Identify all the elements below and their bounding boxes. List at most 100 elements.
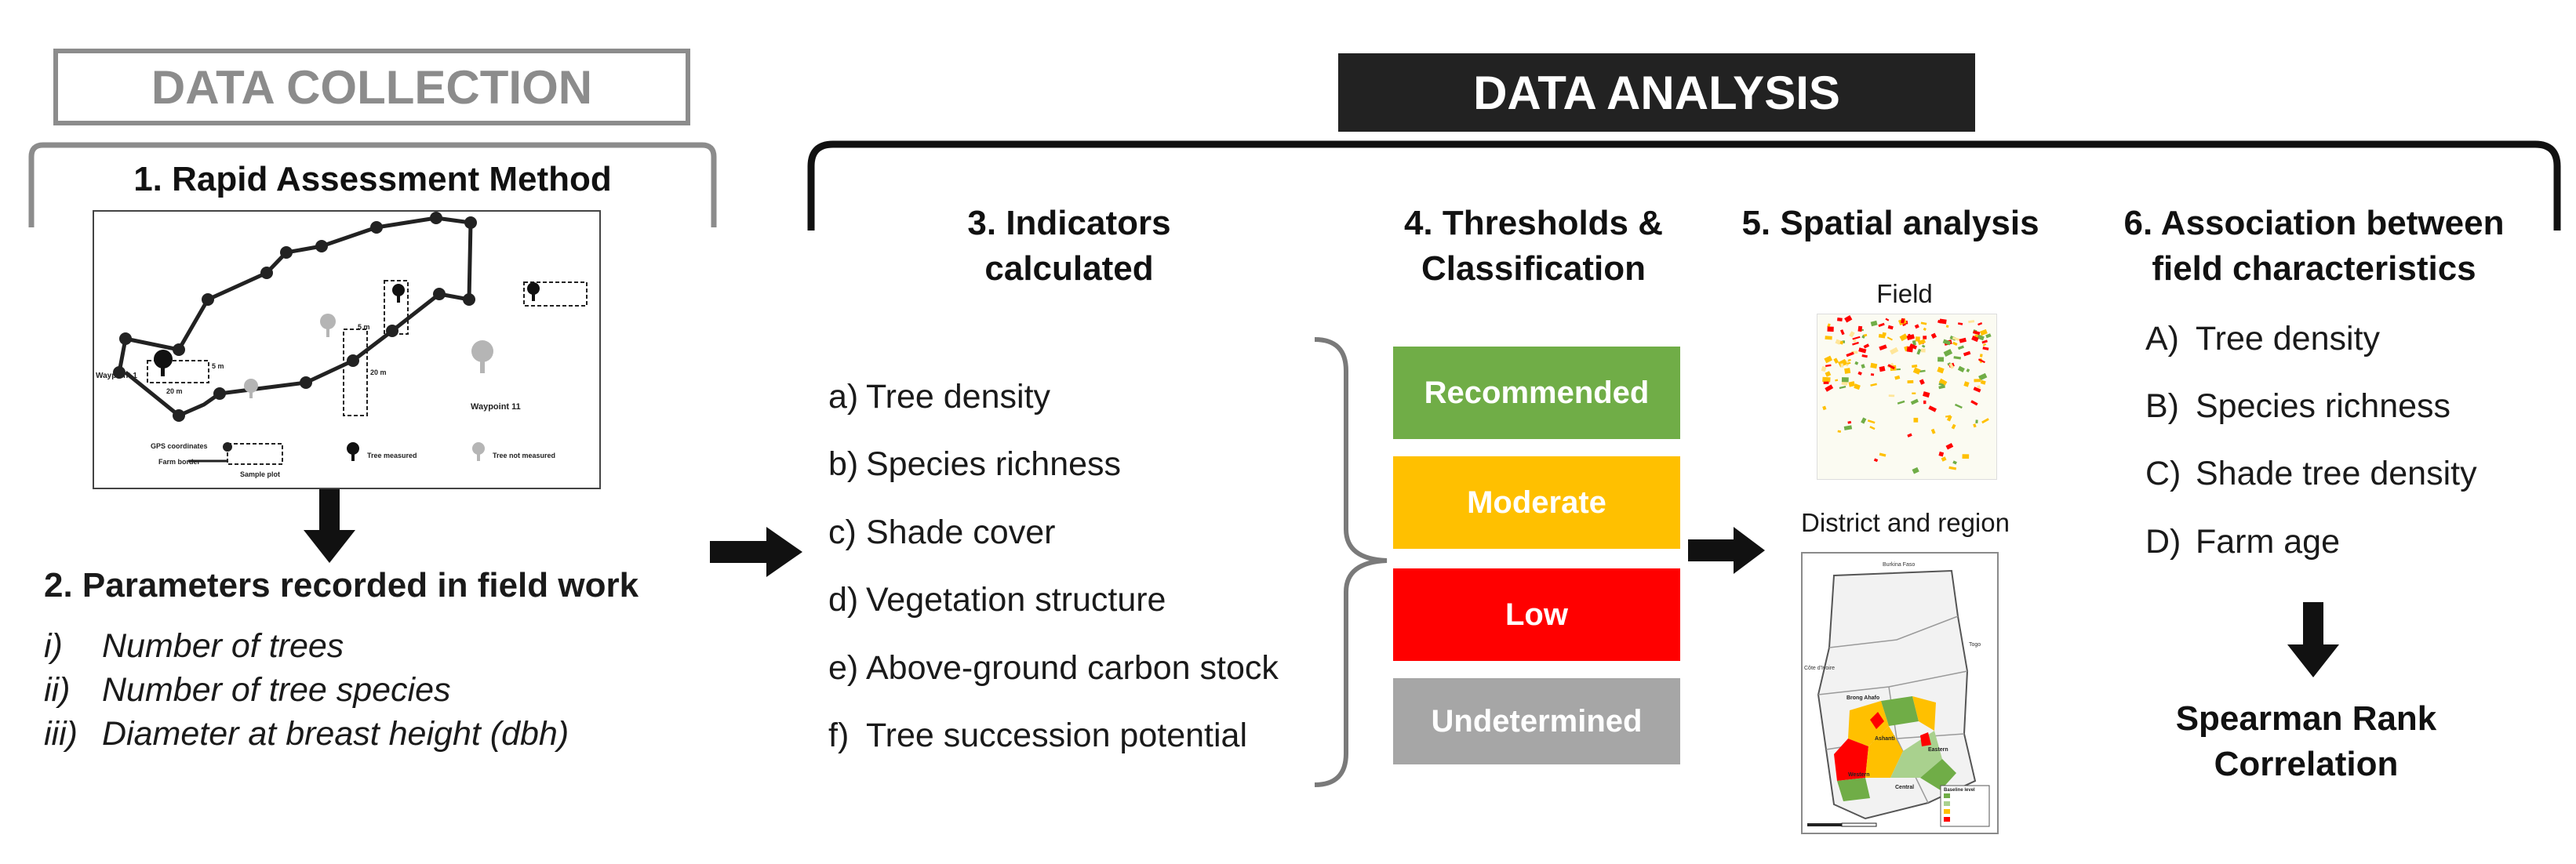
- region-label-cote: Côte d'Ivoire: [1804, 666, 1835, 671]
- field-plot: [1912, 466, 1919, 474]
- collection-bracket: [28, 142, 717, 227]
- field-plot: [1897, 400, 1905, 405]
- field-plot: [1968, 320, 1975, 324]
- down-arrow-icon: [2287, 602, 2339, 677]
- field-plot: [1915, 336, 1920, 342]
- field-plot: [1938, 378, 1948, 387]
- field-plot: [1824, 355, 1833, 364]
- field-plot: [1917, 339, 1926, 346]
- field-plot: [1952, 460, 1957, 465]
- region-label-central: Central: [1895, 785, 1914, 790]
- indicator-item: d)Vegetation structure: [828, 581, 1166, 619]
- class-undetermined: Undetermined: [1393, 678, 1680, 764]
- field-plot: [1977, 385, 1981, 390]
- field-plot: [1907, 433, 1912, 437]
- dim-5m-vertical-label: 5 m: [212, 362, 224, 370]
- field-plot: [1954, 403, 1963, 409]
- right-arrow-icon: [1688, 527, 1765, 574]
- waypoint-1-label: Waypoint 1: [96, 372, 137, 380]
- field-plot: [1962, 454, 1970, 459]
- field-plot: [1948, 466, 1957, 470]
- field-plot: [1910, 398, 1919, 405]
- field-plot: [1909, 343, 1918, 350]
- field-plot: [1885, 318, 1890, 321]
- field-plot: [1938, 385, 1945, 390]
- field-plot: [1912, 364, 1918, 368]
- field-plot: [1966, 368, 1970, 372]
- field-plot: [1861, 354, 1868, 358]
- step3-title: 3. Indicators calculated: [967, 204, 1171, 288]
- field-plot: [1825, 384, 1834, 392]
- field-plot: [1980, 329, 1988, 336]
- step4-title: 4. Thresholds & Classification: [1403, 204, 1664, 288]
- data-analysis-header: DATA ANALYSIS: [1338, 53, 1975, 132]
- parameter-item: ii)Number of tree species: [44, 671, 451, 709]
- region-label-burkina: Burkina Faso: [1883, 562, 1915, 568]
- field-plot: [1890, 347, 1899, 355]
- field-plot: [1912, 367, 1921, 375]
- field-plot: [1977, 334, 1985, 341]
- down-arrow-icon: [304, 489, 355, 563]
- field-plot: [1957, 322, 1963, 325]
- field-plot: [1980, 379, 1986, 385]
- association-item: D)Farm age: [2145, 523, 2341, 561]
- field-plot: [1981, 339, 1988, 344]
- field-plot: [1973, 387, 1981, 393]
- field-plot: [1946, 415, 1952, 422]
- field-plot: [1843, 425, 1853, 430]
- indicator-item: a)Tree density: [828, 378, 1051, 416]
- field-plot: [1879, 365, 1886, 372]
- region-label-western: Western: [1848, 772, 1870, 778]
- field-plot: [1937, 366, 1945, 374]
- indicator-item: f)Tree succession potential: [828, 717, 1247, 754]
- waypoint-11-label: Waypoint 11: [471, 402, 521, 412]
- field-plot: [1840, 363, 1844, 368]
- field-plot: [1930, 428, 1936, 434]
- step1-title: 1. Rapid Assessment Method: [133, 160, 612, 198]
- field-plot: [1978, 372, 1988, 381]
- district-region-map: Baseline level Burkina Faso Togo Côte d'…: [1801, 552, 1999, 834]
- field-plot: [1822, 376, 1831, 383]
- field-plot: [1873, 458, 1879, 463]
- field-plot: [1912, 340, 1916, 346]
- result-title: Spearman Rank Correlation: [2175, 699, 2437, 783]
- step2-title: 2. Parameters recorded in field work: [44, 566, 639, 604]
- field-plot: [1952, 341, 1958, 347]
- field-plot: [1913, 417, 1919, 423]
- dim-5m-label: 5 m: [358, 323, 370, 331]
- field-plot: [1957, 345, 1964, 350]
- field-plot: [1963, 381, 1970, 387]
- field-plot: [1836, 317, 1843, 322]
- legend-tree-not-measured-label: Tree not measured: [493, 452, 555, 459]
- legend-farm-border-label: Farm border: [158, 458, 201, 466]
- field-plot: [1928, 405, 1937, 412]
- region-label-ashanti: Ashanti: [1875, 736, 1895, 742]
- field-plot: [1914, 324, 1919, 329]
- field-plot: [1870, 362, 1878, 369]
- field-plot: [1839, 386, 1846, 390]
- field-plot: [1839, 340, 1844, 345]
- field-plot: [1959, 337, 1967, 343]
- field-plot: [1825, 371, 1832, 377]
- field-plot: [1846, 361, 1851, 365]
- indicator-item: c)Shade cover: [828, 514, 1056, 551]
- field-plot: [1888, 394, 1895, 398]
- field-plot: [1827, 326, 1834, 332]
- field-plot: [1907, 379, 1914, 383]
- step5-title: 5. Spatial analysis: [1741, 204, 2039, 242]
- field-plot: [1887, 325, 1894, 330]
- field-plot: [1930, 332, 1937, 339]
- field-plot: [1841, 377, 1849, 383]
- field-plot: [1879, 344, 1887, 351]
- field-plot: [1837, 430, 1842, 433]
- field-plot: [1878, 322, 1885, 328]
- field-plot: [1975, 419, 1978, 424]
- field-plot: [1938, 451, 1945, 457]
- field-plot: [1937, 357, 1945, 362]
- field-map-plots: [1821, 315, 1992, 474]
- field-plot: [1921, 344, 1926, 348]
- field-plot: [1945, 325, 1949, 329]
- field-plot: [1852, 341, 1859, 346]
- grouping-brace: [1314, 337, 1388, 787]
- field-plot: [1894, 375, 1901, 380]
